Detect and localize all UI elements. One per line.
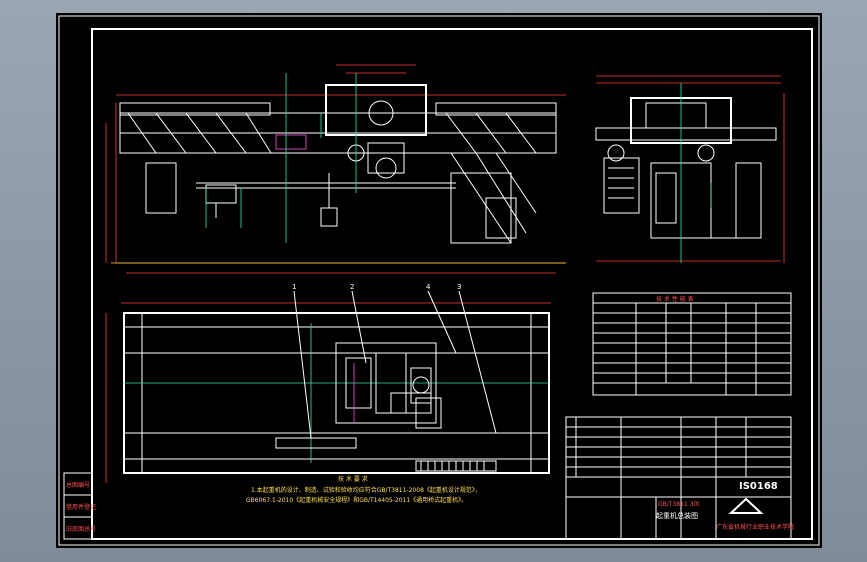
spec-table-title: 技 术 性 能 表 [656,295,694,303]
callout-3: 3 [457,283,461,291]
product-name: 起重机总装图 [656,511,698,520]
notes-line-2: GB6067.1-2010《起重机械安全规程》和GB/T14405-2011《通… [246,496,467,504]
callout-4: 4 [426,283,431,291]
side-label-2: 借用件登记 [66,503,96,511]
front-elevation-view [105,64,566,274]
side-elevation-view [595,75,785,263]
plan-view: 1 2 4 3 [105,283,551,483]
side-label-1: 总图编号 [66,481,90,489]
callout-1: 1 [292,283,296,291]
sub-label: GB/T3811 30t [658,501,700,508]
drawing-sheet: 1 2 4 3 技 术 要 求 1.本起重机的设计、制造、试验和验收均应符合GB… [56,13,822,548]
title-block: IS0168 GB/T3811 30t 起重机总装图 广东省机械行业职业技术学院 [565,416,794,540]
spec-table: 技 术 性 能 表 [592,292,792,396]
company-name: 广东省机械行业职业技术学院 [716,523,794,531]
notes-line-1: 1.本起重机的设计、制造、试验和验收均应符合GB/T3811-2008《起重机设… [251,486,481,494]
side-label-3: 旧底图总号 [66,525,96,533]
inner-border [91,28,813,540]
outer-border [58,15,820,546]
drawing-canvas: 1 2 4 3 技 术 要 求 1.本起重机的设计、制造、试验和验收均应符合GB… [58,15,820,546]
logo-icon [728,497,764,514]
side-registry-strip: 总图编号 借用件登记 旧底图总号 [63,472,96,540]
callout-2: 2 [350,283,354,291]
drawing-number: IS0168 [739,481,778,492]
notes-title: 技 术 要 求 [338,475,368,483]
